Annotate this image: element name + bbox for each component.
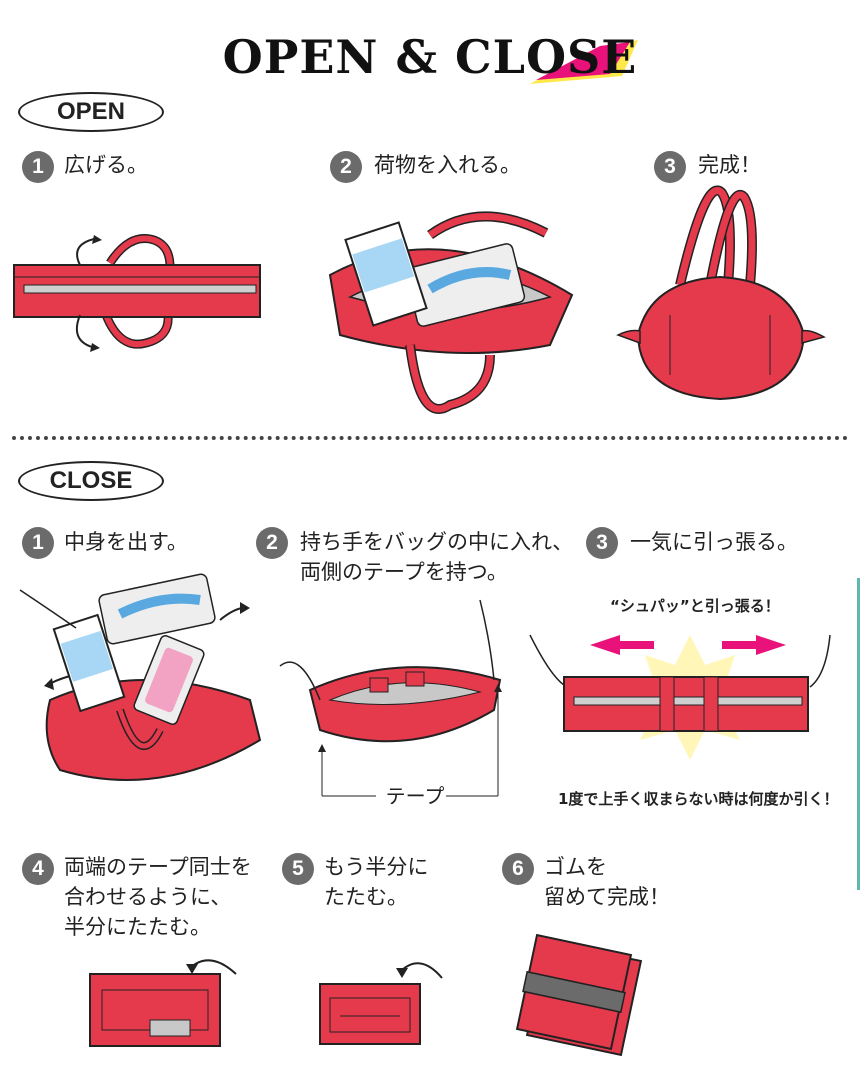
quarter-folded-bag-illustration xyxy=(319,962,443,1045)
pulling-bag-illustration xyxy=(529,634,831,760)
unloading-bag-illustration xyxy=(19,573,262,781)
close-step-3-number: 3 xyxy=(586,527,618,559)
close-step-3-text: 一気に引っ張る。 xyxy=(630,530,798,554)
close-step-4-text: 両端のテープ同士を 合わせるように、 半分にたたむ。 xyxy=(64,855,252,939)
open-heading: OPEN xyxy=(18,92,164,132)
bag-packing-illustration xyxy=(328,211,574,414)
close-step-5-text: もう半分に たたむ。 xyxy=(324,855,429,909)
shupa-caption: “シュパッ”と引っ張る！ xyxy=(610,597,780,615)
open-step-3-text: 完成！ xyxy=(698,153,761,177)
title-highlight-shape xyxy=(530,40,638,84)
close-step-2-text: 持ち手をバッグの中に入れ、 両側のテープを持つ。 xyxy=(300,530,574,584)
edge-accent-line xyxy=(857,578,860,890)
close-step-5-number: 5 xyxy=(282,853,314,885)
open-step-1-number: 1 xyxy=(22,151,54,183)
close-step-4-number: 4 xyxy=(22,853,54,885)
tape-label: テープ xyxy=(385,784,445,808)
half-folded-bag-illustration xyxy=(89,959,237,1047)
close-step-1-text: 中身を出す。 xyxy=(64,530,188,554)
close-step-2-number: 2 xyxy=(256,527,288,559)
finished-compact-bag-illustration xyxy=(515,933,643,1057)
open-step-2-text: 荷物を入れる。 xyxy=(374,153,521,177)
section-divider xyxy=(12,436,848,440)
open-step-2-number: 2 xyxy=(330,151,362,183)
open-step-3-number: 3 xyxy=(654,151,686,183)
finished-bag-illustration xyxy=(616,185,826,401)
close-step-6-text: ゴムを 留めて完成！ xyxy=(544,855,670,909)
page-title: OPEN & CLOSE xyxy=(222,30,638,84)
holding-tapes-illustration xyxy=(279,599,502,797)
close-step-1-number: 1 xyxy=(22,527,54,559)
close-heading: CLOSE xyxy=(18,461,164,501)
folded-bag-illustration xyxy=(13,234,261,352)
open-step-1-text: 広げる。 xyxy=(64,153,148,177)
close-step-6-number: 6 xyxy=(502,853,534,885)
retry-note: 1度で上手く収まらない時は何度か引く！ xyxy=(558,790,839,808)
